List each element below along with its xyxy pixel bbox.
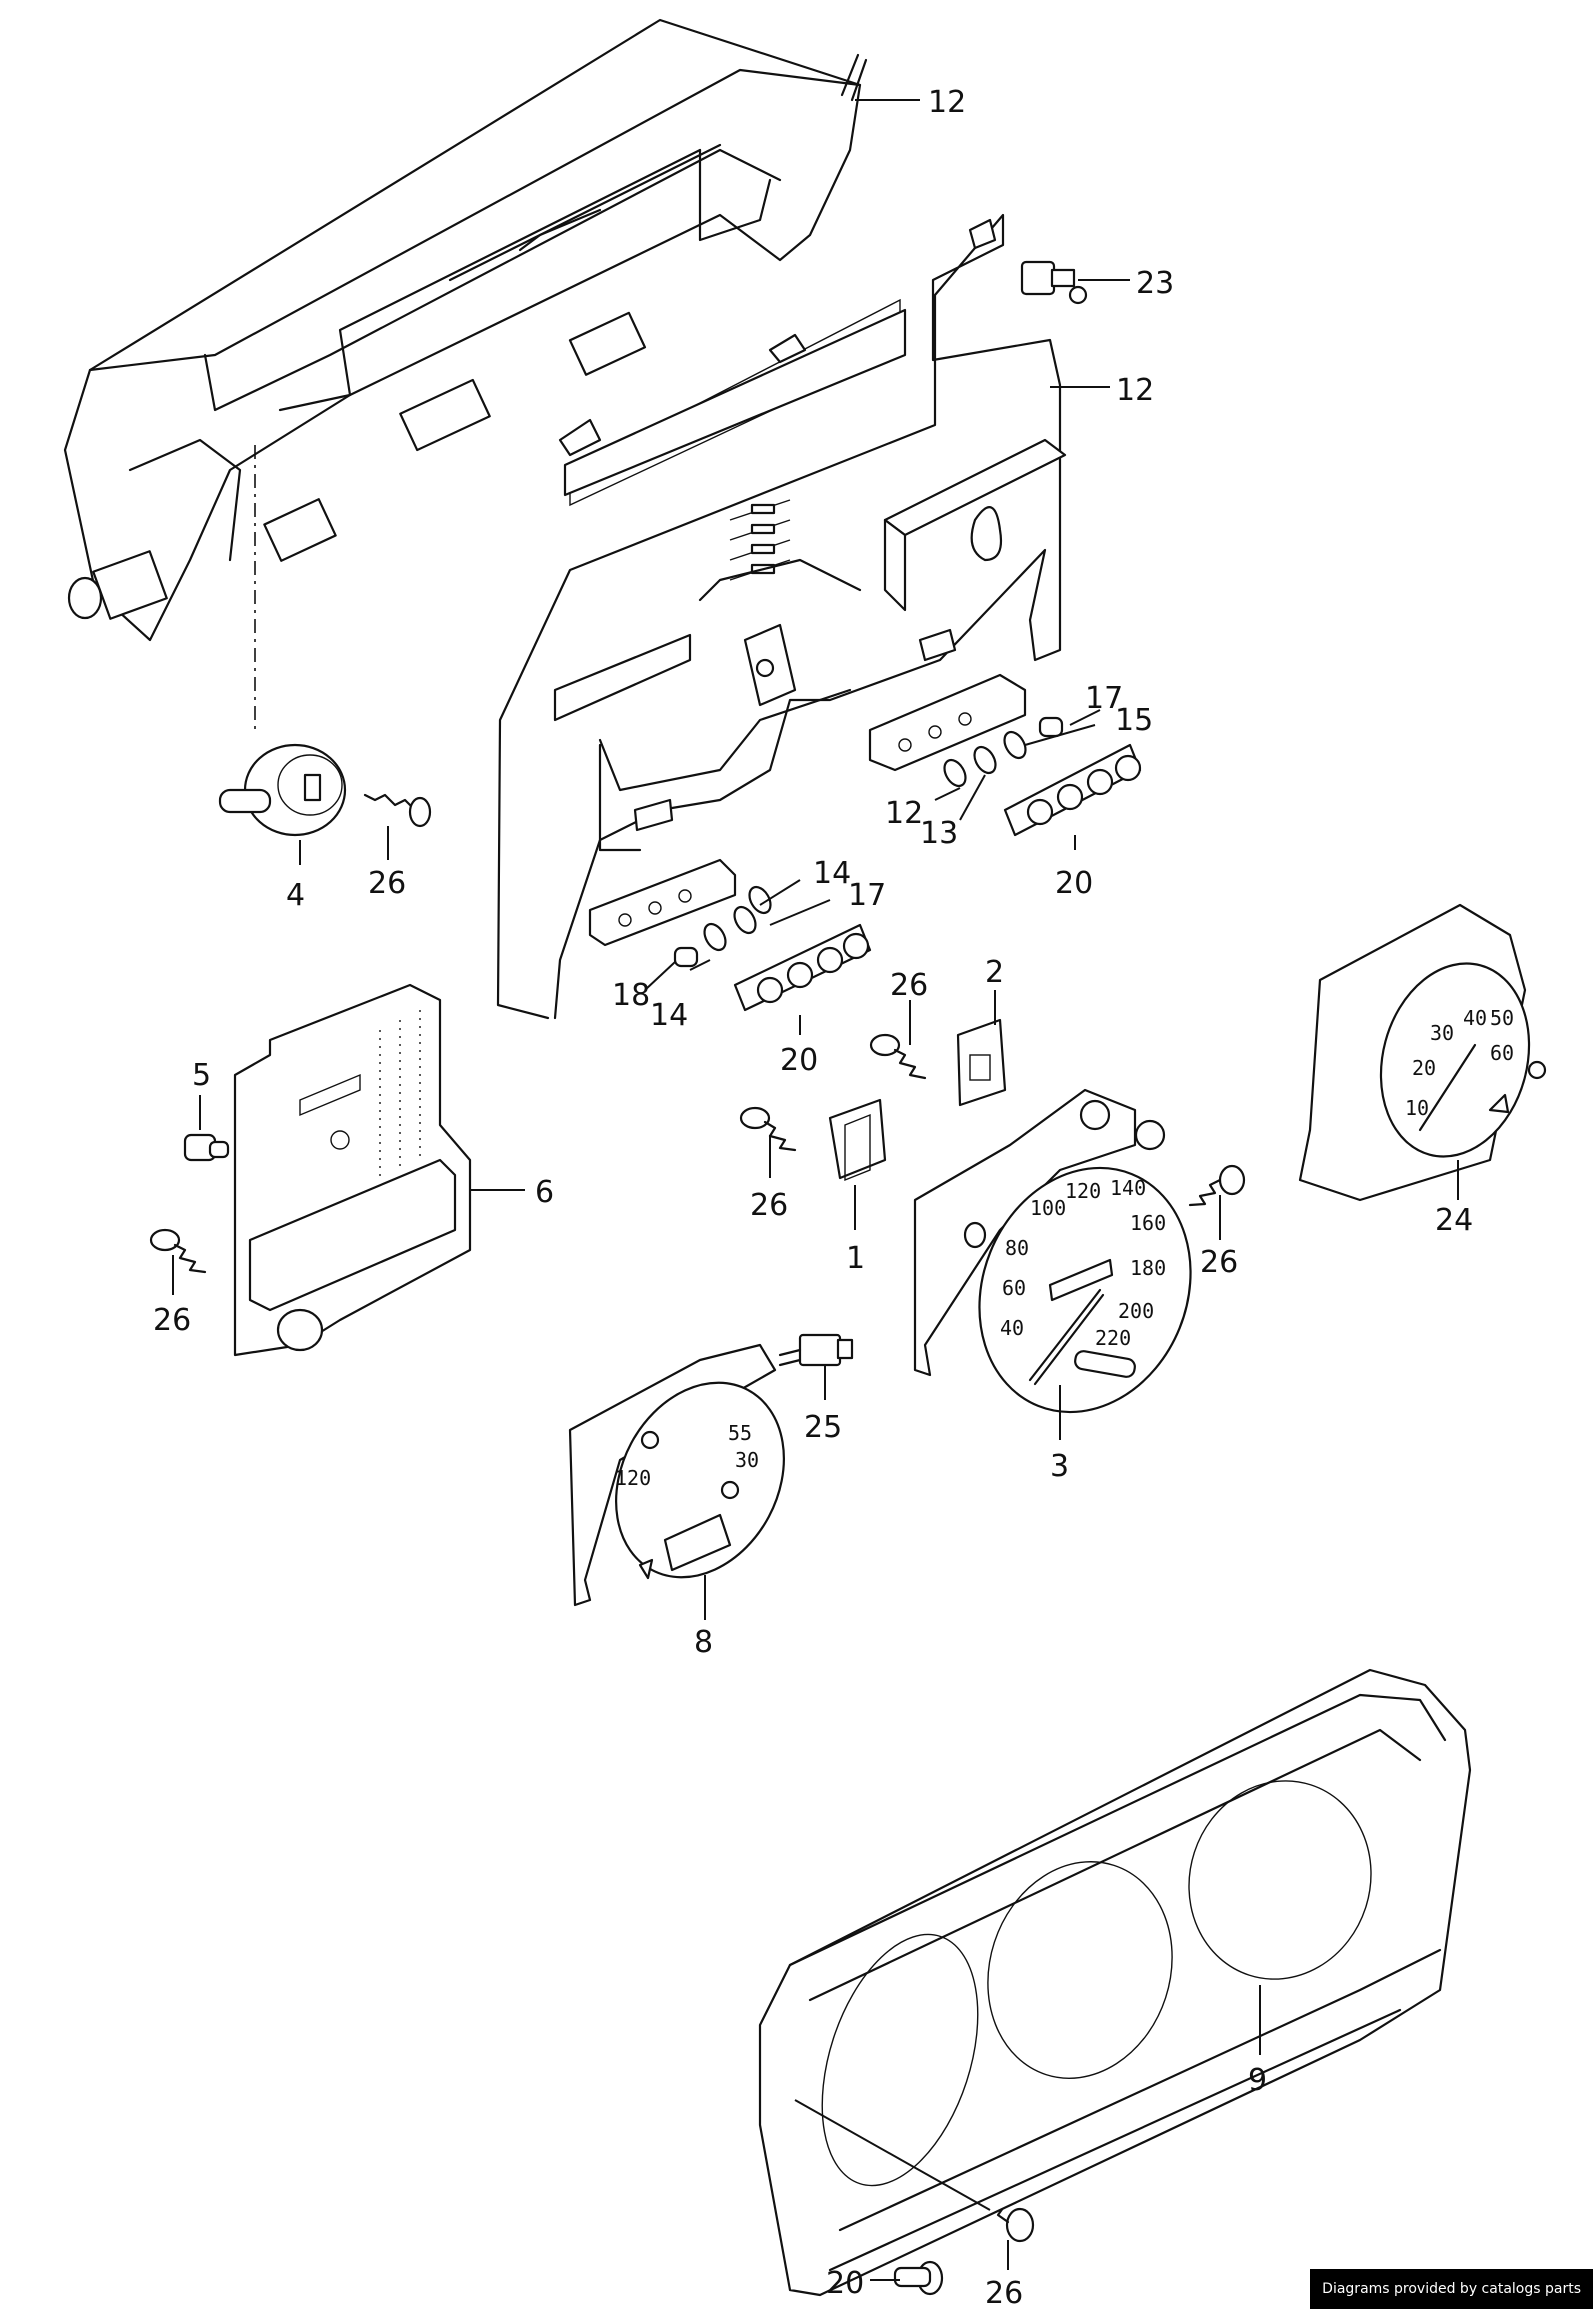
speed-scale-60: 60 bbox=[1002, 1276, 1026, 1300]
callout-11: 12 bbox=[1116, 373, 1154, 408]
callout-9: 9 bbox=[1248, 2063, 1267, 2098]
callout-18: 20 bbox=[826, 2266, 864, 2301]
callout-25: 25 bbox=[804, 1410, 842, 1445]
callout-13: 14 bbox=[813, 856, 851, 891]
part-23-switch bbox=[1020, 260, 1088, 305]
callout-labels: 12 23 12 17 15 12 13 20 14 17 18 14 20 4… bbox=[153, 85, 1473, 2309]
lamp-holder-strip-lower bbox=[588, 858, 737, 947]
part-20-bulb-holder-right bbox=[1003, 743, 1142, 837]
speed-scale-180: 180 bbox=[1130, 1256, 1166, 1280]
callout-26-upper-left: 26 bbox=[368, 866, 406, 901]
part-24-tachometer: 10 20 30 40 50 60 bbox=[1298, 903, 1547, 1202]
callout-3: 3 bbox=[1050, 1449, 1069, 1484]
callout-10: 12 bbox=[928, 85, 966, 120]
tach-scale-50: 50 bbox=[1490, 1006, 1514, 1030]
part-12-bulbs bbox=[703, 730, 1027, 952]
part-1-connector bbox=[828, 1098, 887, 1182]
part-10-rear-housing bbox=[63, 18, 868, 642]
part-18-screw bbox=[893, 2260, 944, 2296]
gauge8-scale-30: 30 bbox=[735, 1448, 759, 1472]
part-26-screw-center bbox=[739, 1106, 797, 1152]
lamp-holder-strip-upper bbox=[868, 673, 1027, 772]
callout-23: 23 bbox=[1136, 266, 1174, 301]
speed-scale-120: 120 bbox=[1065, 1179, 1101, 1203]
part-26-screw-upper-left bbox=[363, 793, 432, 828]
callout-4: 4 bbox=[286, 878, 305, 913]
callout-26-bottom: 26 bbox=[985, 2276, 1023, 2309]
part-20-bulb-holder-left bbox=[733, 923, 872, 1012]
callout-15: 17 bbox=[848, 878, 886, 913]
tach-scale-30: 30 bbox=[1430, 1021, 1454, 1045]
part-11-circuit-board bbox=[496, 213, 1067, 1020]
callout-24: 24 bbox=[1435, 1203, 1473, 1238]
part-17-bulbs bbox=[673, 716, 1064, 968]
part-26-screw-center-upper bbox=[869, 1033, 927, 1080]
callout-2: 2 bbox=[985, 955, 1004, 990]
callout-20-lower: 20 bbox=[780, 1043, 818, 1078]
diagram-credit: Diagrams provided by catalogs parts bbox=[1310, 2269, 1593, 2309]
callout-12-upper-a: 12 bbox=[885, 796, 923, 831]
part-9-front-bezel bbox=[758, 1668, 1472, 2297]
speed-scale-160: 160 bbox=[1130, 1211, 1166, 1235]
callout-12-upper-b: 13 bbox=[920, 816, 958, 851]
callout-1: 1 bbox=[846, 1241, 865, 1276]
callout-17-lower: 18 bbox=[612, 978, 650, 1013]
callout-8: 8 bbox=[694, 1625, 713, 1660]
leader-lines bbox=[172, 99, 1459, 2281]
part-5-bulb-socket bbox=[183, 1133, 230, 1162]
gauge8-scale-120: 120 bbox=[615, 1466, 651, 1490]
part-26-screw-right bbox=[1188, 1164, 1246, 1207]
callout-26-center-upper: 26 bbox=[890, 968, 928, 1003]
speed-scale-80: 80 bbox=[1005, 1236, 1029, 1260]
part-25-plug bbox=[778, 1333, 854, 1367]
speed-scale-40: 40 bbox=[1000, 1316, 1024, 1340]
callout-17-upper: 17 bbox=[1085, 681, 1123, 716]
speed-scale-200: 200 bbox=[1118, 1299, 1154, 1323]
gauge8-scale-55: 55 bbox=[728, 1421, 752, 1445]
part-4-clock-motor bbox=[218, 743, 347, 837]
callout-26-right: 26 bbox=[1200, 1245, 1238, 1280]
part-2-connector bbox=[956, 1018, 1007, 1107]
tach-scale-40: 40 bbox=[1463, 1006, 1487, 1030]
tach-scale-60: 60 bbox=[1490, 1041, 1514, 1065]
tach-scale-20: 20 bbox=[1412, 1056, 1436, 1080]
callout-12-lower: 14 bbox=[650, 998, 688, 1033]
callout-6: 6 bbox=[535, 1175, 554, 1210]
speed-scale-100: 100 bbox=[1030, 1196, 1066, 1220]
tach-scale-10: 10 bbox=[1405, 1096, 1429, 1120]
part-26-screw-middle-left bbox=[149, 1228, 207, 1274]
callout-5: 5 bbox=[192, 1058, 211, 1093]
part-8-gauge: 120 30 55 bbox=[568, 1343, 785, 1607]
callout-26-center: 26 bbox=[750, 1188, 788, 1223]
part-3-speedometer: 40 60 80 100 120 140 160 180 200 220 bbox=[913, 1088, 1192, 1414]
callout-20-upper: 20 bbox=[1055, 866, 1093, 901]
speed-scale-220: 220 bbox=[1095, 1326, 1131, 1350]
callout-26-left: 26 bbox=[153, 1303, 191, 1338]
callout-14: 15 bbox=[1115, 703, 1153, 738]
part-6-control-unit bbox=[233, 983, 472, 1357]
speed-scale-140: 140 bbox=[1110, 1176, 1146, 1200]
resistor-array bbox=[729, 499, 791, 581]
